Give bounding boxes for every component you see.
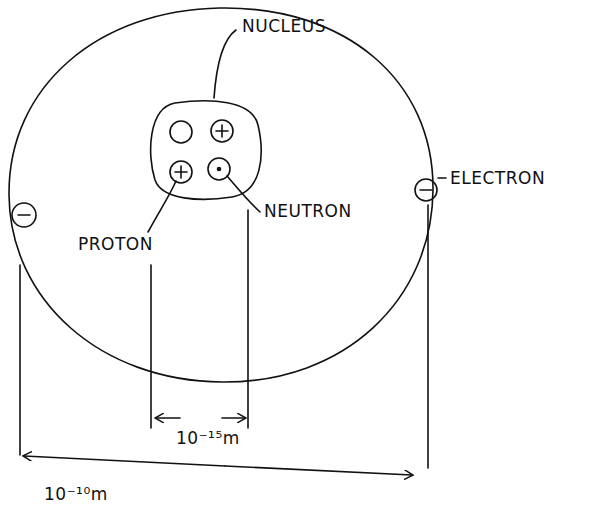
part-name: NEUTRON	[264, 203, 352, 220]
electron-particle	[415, 179, 437, 201]
dimension-label: 10⁻¹⁵m	[176, 430, 240, 447]
dimension-arrow	[156, 417, 180, 419]
part-name: ELECTRON	[450, 170, 545, 187]
dimension-line	[427, 205, 429, 468]
dimension-arrow	[222, 417, 245, 419]
atom-boundary	[9, 8, 433, 382]
dimension-arrow	[24, 456, 225, 466]
dimension-line	[150, 265, 152, 428]
dimension-line	[19, 265, 21, 455]
proton-particle	[170, 161, 192, 183]
electron-particle	[12, 203, 36, 227]
part-name: NUCLEUS	[242, 18, 326, 35]
dimension-label: 10⁻¹⁰m	[44, 486, 108, 503]
neutron-particle	[170, 121, 192, 143]
leader-line	[214, 30, 236, 98]
proton-particle	[211, 120, 233, 142]
nucleus-outline	[151, 101, 262, 200]
dimension-line	[247, 210, 249, 428]
leader-line	[148, 181, 176, 232]
part-name: PROTON	[78, 236, 153, 253]
leader-line	[227, 176, 260, 212]
leader-line	[438, 177, 446, 179]
dimension-arrow	[225, 466, 412, 475]
